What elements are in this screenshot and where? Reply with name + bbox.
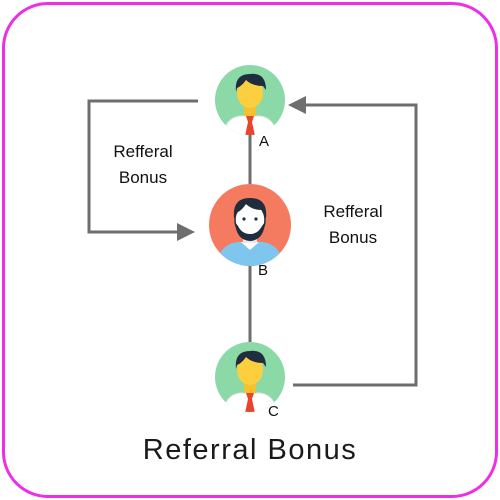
arrow-a-to-b <box>87 99 198 241</box>
edge-label-c-to-a-line2: Bonus <box>328 228 378 247</box>
edge-label-a-to-b-line2: Bonus <box>118 168 168 187</box>
edge-label-a-to-b-line1: Refferal <box>113 142 173 161</box>
node-label-b: B <box>258 262 269 279</box>
edge-label-c-to-a-line1: Refferal <box>323 202 383 221</box>
avatar-c <box>215 342 285 412</box>
node-label-c: C <box>268 403 279 420</box>
edge-label-a-to-b: Refferal Bonus <box>99 139 187 191</box>
arrow-c-to-a <box>288 96 418 387</box>
avatar-a <box>215 65 285 135</box>
avatar-b <box>209 184 291 266</box>
diagram-caption: Referral Bonus <box>142 434 358 466</box>
edge-label-c-to-a: Refferal Bonus <box>309 199 397 251</box>
node-label-a: A <box>259 133 270 150</box>
